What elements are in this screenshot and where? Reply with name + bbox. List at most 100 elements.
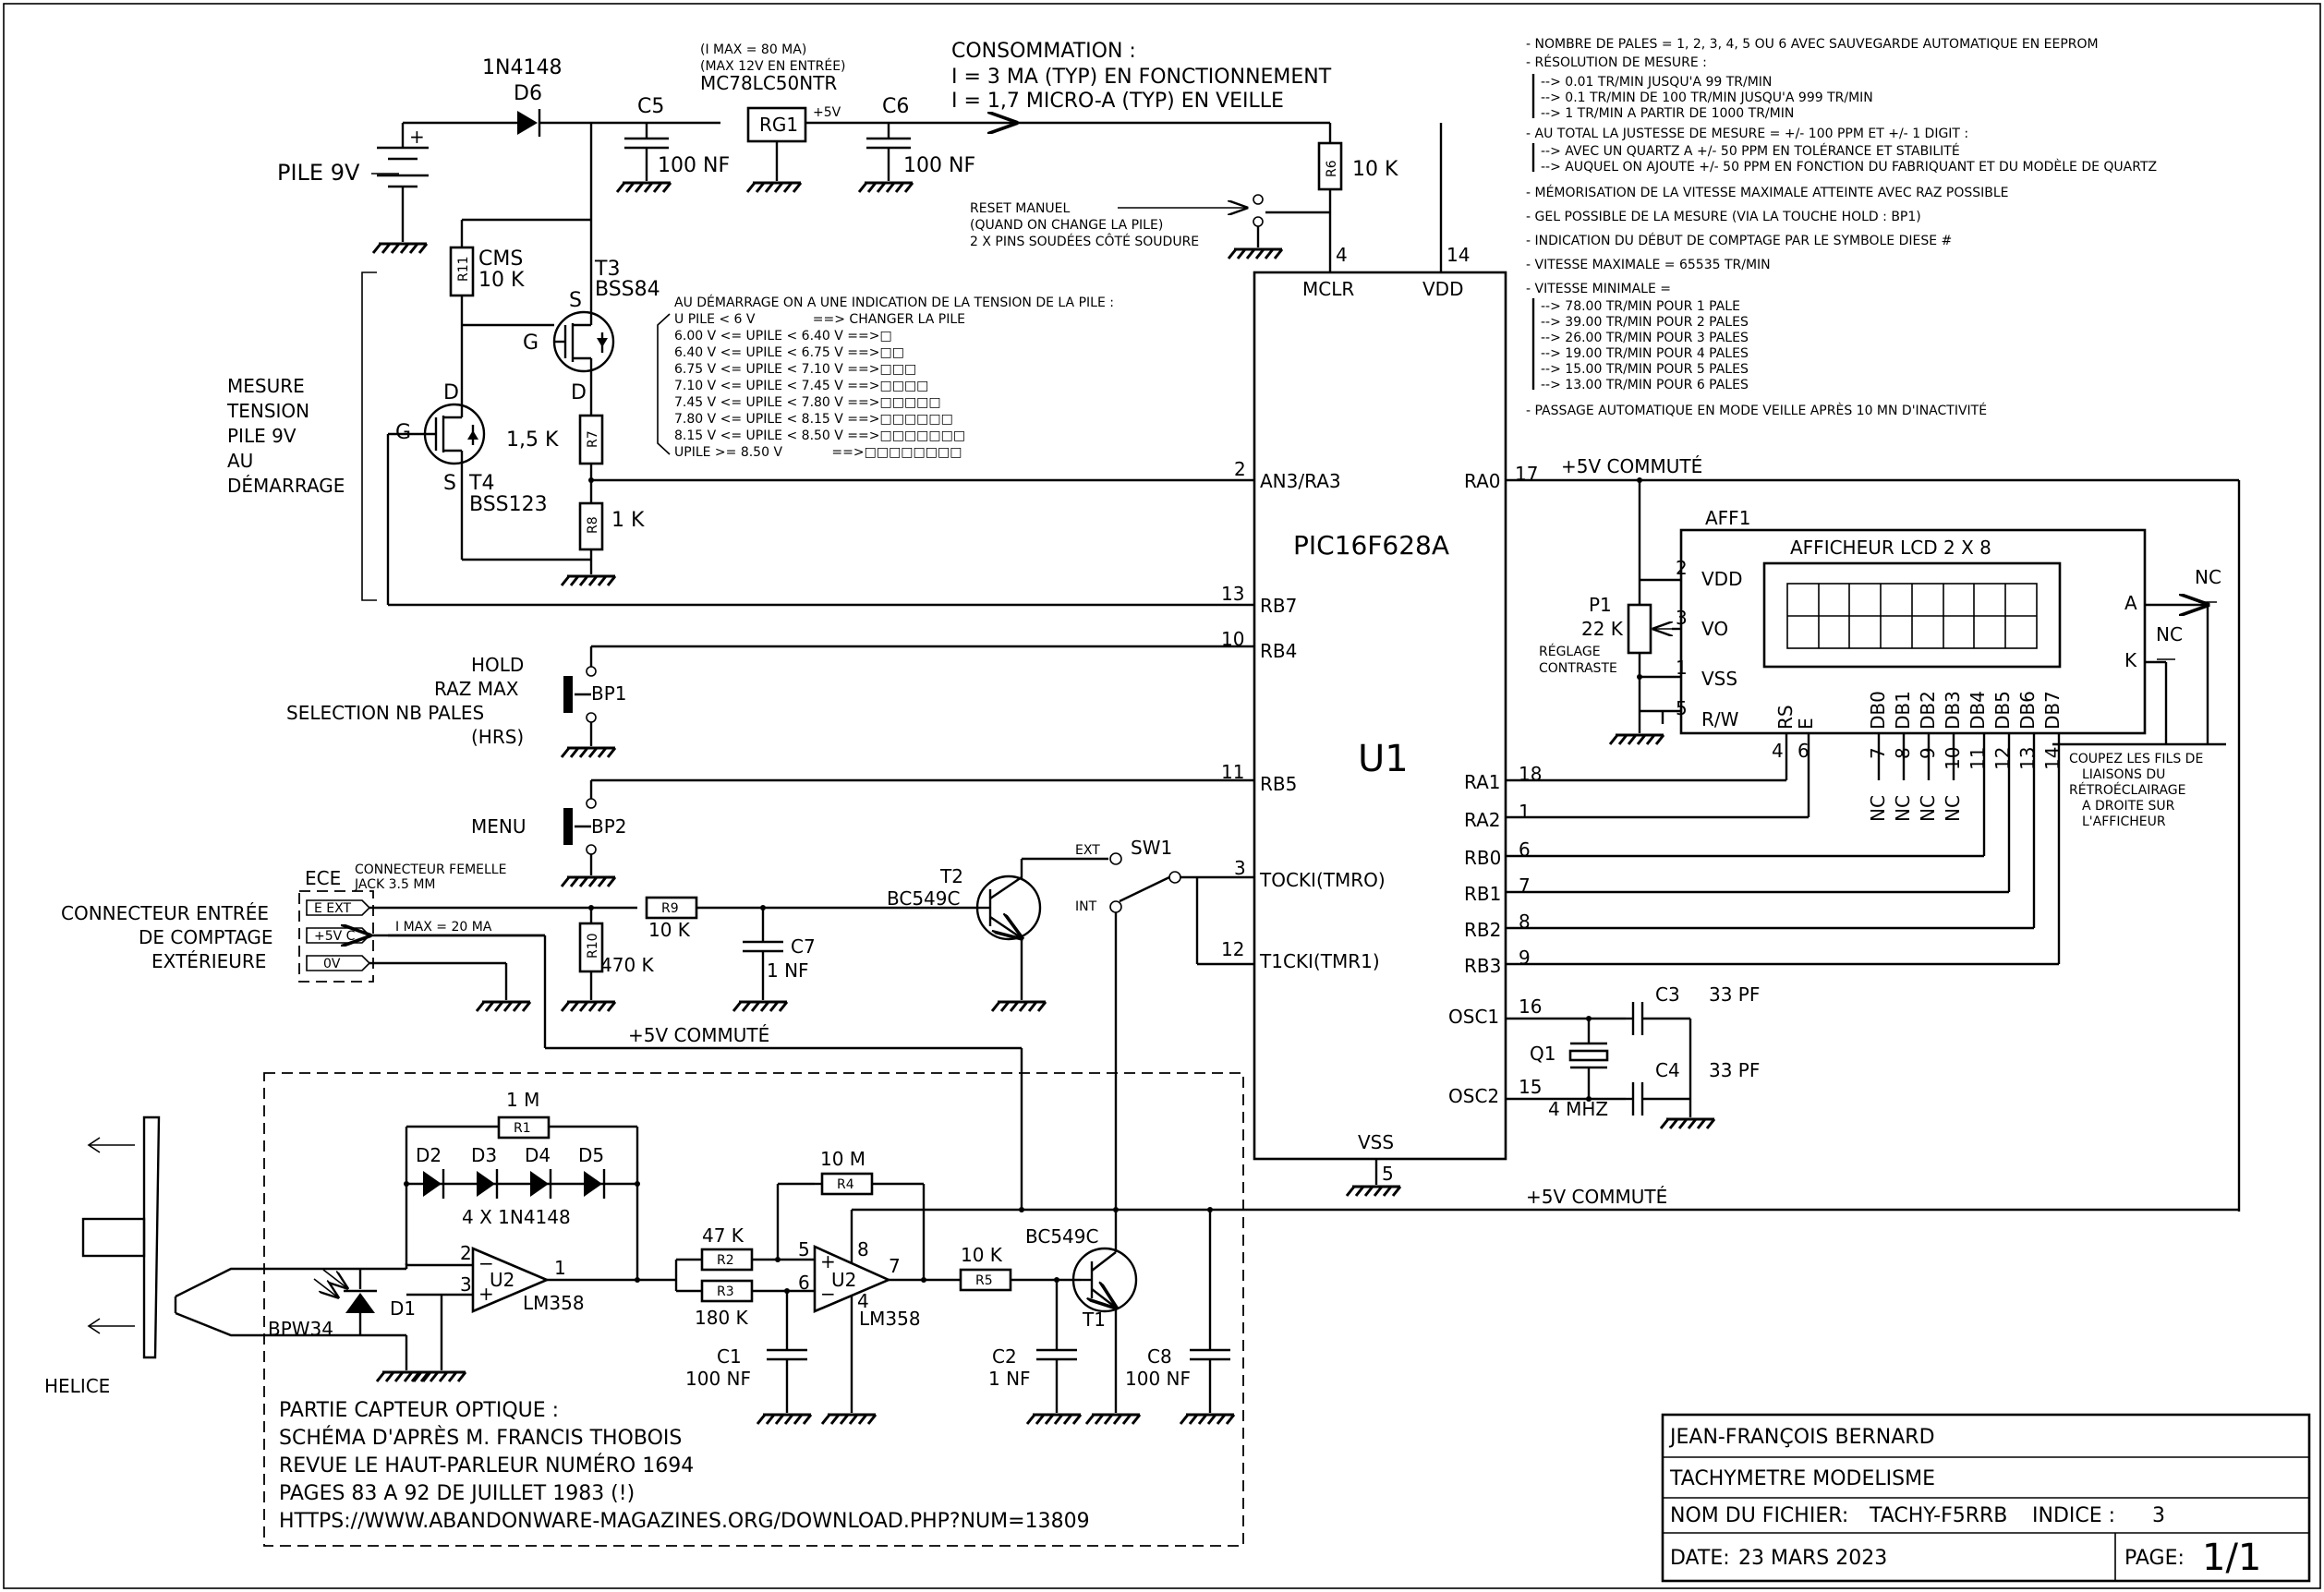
t1cki-label: T1CKI(TMR1) [1259,950,1380,972]
nc-k: NC [2156,623,2183,645]
consumption-line2: I = 1,7 MICRO-A (TYP) EN VEILLE [951,90,1284,113]
d1-ref: D1 [390,1297,416,1320]
reglage2: CONTRASTE [1539,661,1617,676]
rb5-label: RB5 [1260,773,1297,795]
conn-line1: CONNECTEUR ENTRÉE [61,902,269,924]
coupez5: L'AFFICHEUR [2082,814,2166,829]
lcd-section: +5V COMMUTÉ P1 22 K RÉGLAGE CONTRASTE AF… [1506,455,2241,1212]
ece-note2: JACK 3.5 MM [354,877,436,892]
u1-ref: U1 [1358,738,1409,780]
title-project: TACHYMETRE MODELISME [1669,1467,1935,1490]
consumption-line1: I = 3 MA (TYP) EN FONCTIONNEMENT [951,66,1332,89]
rg1-ref: RG1 [759,114,798,136]
nc-db0: NC [1867,795,1889,822]
title-block: JEAN-FRANÇOIS BERNARD TACHYMETRE MODELIS… [1661,1413,2311,1583]
u2a-ref: U2 [490,1269,514,1291]
title-date-label: DATE: [1670,1547,1730,1570]
imax20: I MAX = 20 MA [395,920,492,935]
note-7: --> AUQUEL ON AJOUTE +/- 50 PPM EN FONCT… [1541,159,2157,175]
c7-ref: C7 [791,935,816,958]
t3-g: G [523,332,539,355]
note-13: --> 78.00 TR/MIN POUR 1 PALE [1541,299,1740,314]
capteur-line4: PAGES 83 A 92 DE JUILLET 1983 (!) [279,1482,635,1505]
rg1-out: +5V [813,105,841,120]
coupez1: COUPEZ LES FILS DE [2069,752,2203,766]
u2a-pin1: 1 [554,1257,566,1279]
lcd-db6: DB6 [2016,691,2039,730]
pin7: 7 [1519,874,1531,897]
r5-ref: R5 [975,1273,993,1288]
battery-measure-section: R11 CMS 10 K T3 BSS84 S G D R7 1,5 K R8 … [226,123,1254,607]
bp2-button [563,808,573,845]
lcd-pin6: 6 [1797,740,1810,762]
note-4: --> 1 TR/MIN A PARTIR DE 1000 TR/MIN [1541,106,1794,121]
rb1-label: RB1 [1464,883,1501,905]
hold-line4: (HRS) [471,726,524,748]
hold-line3: SELECTION NB PALES [286,702,484,724]
power-section: + PILE 9V 1N4148 D6 C5 100 NF (I MAX = 8… [277,40,1443,272]
plus5c-ra0: +5V COMMUTÉ [1561,455,1702,477]
d5-ref: D5 [578,1144,604,1166]
u2a-plus: + [478,1283,494,1305]
d3-ref: D3 [471,1144,497,1166]
u1-body [1253,271,1507,1161]
reset-note2: (QUAND ON CHANGE LA PILE) [970,218,1163,233]
pin16: 16 [1519,995,1542,1018]
ece-pin3: 0V [323,957,341,971]
rb2-label: RB2 [1464,919,1501,941]
d6-part: 1N4148 [482,56,562,79]
capteur-line1: PARTIE CAPTEUR OPTIQUE : [279,1399,559,1422]
bpw34-label: BPW34 [268,1318,333,1340]
coupez4: A DROITE SUR [2082,799,2175,814]
nc-a: NC [2195,566,2221,588]
db-pin12: 12 [1991,747,2014,770]
note-11: - VITESSE MAXIMALE = 65535 TR/MIN [1526,258,1771,272]
lcd-db2: DB2 [1917,691,1939,730]
d4-ref: D4 [525,1144,551,1166]
r2-value: 47 K [702,1224,744,1247]
pic-name: PIC16F628A [1293,530,1449,561]
battery-row-4: 7.10 V <= UPILE < 7.45 V ==>□□□□ [674,379,928,393]
notes-section: - NOMBRE DE PALES = 1, 2, 3, 4, 5 OU 6 A… [1526,37,2157,418]
ece-note1: CONNECTEUR FEMELLE [355,862,506,877]
lcd-pin3: 3 [1676,607,1688,629]
t4-g: G [395,421,411,444]
q1-value: 4 MHZ [1548,1098,1608,1120]
reset-note1: RESET MANUEL [970,201,1071,216]
mesure-line5: DÉMARRAGE [227,475,345,497]
battery-row-3: 6.75 V <= UPILE < 7.10 V ==>□□□ [674,362,916,377]
rb3-label: RB3 [1464,955,1501,977]
lcd-db1: DB1 [1892,691,1914,730]
r6-ref: R6 [1325,160,1339,177]
rb0-label: RB0 [1464,847,1501,869]
mesure-line3: PILE 9V [227,425,297,447]
t4-s: S [443,472,456,495]
u2b-plus: + [820,1250,836,1272]
lcd-db7: DB7 [2041,691,2064,730]
c2-ref: C2 [992,1345,1017,1368]
rb4-label: RB4 [1260,640,1297,662]
battery-row-7: 8.15 V <= UPILE < 8.50 V ==>□□□□□□□ [674,428,965,443]
title-index-value: 3 [2152,1504,2165,1527]
note-5: - AU TOTAL LA JUSTESSE DE MESURE = +/- 1… [1526,127,1968,141]
u2b-pin5: 5 [798,1238,810,1260]
ece-pin2: +5V C [314,929,356,944]
ra1-label: RA1 [1464,771,1501,793]
u2b-minus: − [820,1283,836,1305]
r3-value: 180 K [695,1307,749,1329]
r10-value: 470 K [600,954,655,976]
r4-value: 10 M [820,1148,865,1170]
bp1-ref: BP1 [591,682,627,705]
d6-ref: D6 [514,82,542,105]
r10-ref: R10 [586,933,600,959]
pin15: 15 [1519,1076,1542,1098]
u1-pic: MCLR VDD 4 14 PIC16F628A U1 AN3/RA3 2 RB… [1221,244,1542,1198]
conn-line3: EXTÉRIEURE [151,950,266,972]
t2-part: BC549C [887,887,960,910]
hold-line1: HOLD [471,654,524,676]
pin12: 12 [1221,938,1244,960]
optical-sensor-section: +5V COMMUTÉ HELICE BPW34 D1 [44,1072,2239,1547]
note-3: --> 0.1 TR/MIN DE 100 TR/MIN JUSQU'A 999… [1541,90,1873,105]
r7-ref: R7 [586,430,600,448]
lcd-db3: DB3 [1942,691,1964,730]
